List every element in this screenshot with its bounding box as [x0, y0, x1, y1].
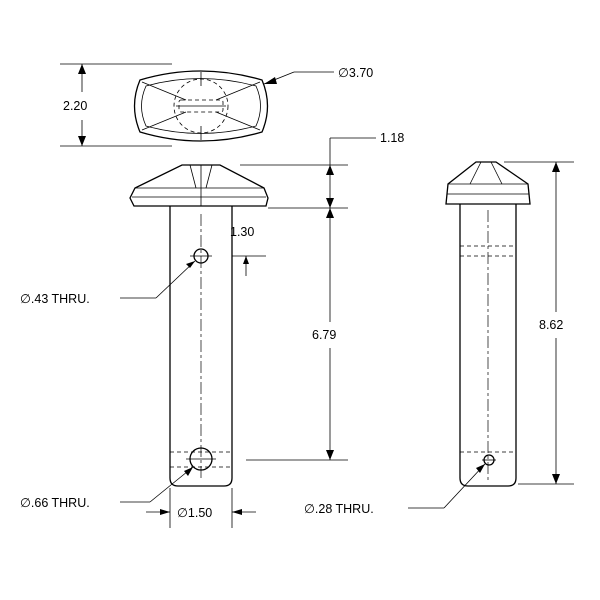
side-view-shaft [459, 204, 517, 487]
shaft-diameter-label: ∅1.50 [177, 506, 212, 520]
front-view-head [129, 164, 269, 207]
top-view: 2.20 ∅3.70 [60, 63, 373, 147]
top-view-outline [133, 70, 269, 142]
hole1-offset-dimension-label: 1.30 [230, 225, 254, 239]
top-width-dimension-label: 2.20 [63, 99, 87, 113]
side-hole-diameter-label: ∅.28 THRU. [304, 502, 374, 516]
side-view: 8.62 ∅.28 THRU. [304, 161, 574, 516]
head-diameter-label: ∅3.70 [338, 66, 373, 80]
top-view-hidden-shaft [173, 78, 229, 134]
overall-length-dimension-label: 8.62 [539, 318, 563, 332]
head-height-dimension-label: 1.18 [380, 131, 404, 145]
side-view-head [445, 161, 531, 205]
front-view-shaft [169, 206, 233, 487]
top-view-inner-outline [141, 78, 261, 134]
hole2-diameter-label: ∅.66 THRU. [20, 496, 90, 510]
front-view: 1.18 1.30 6.79 ∅.43 THRU. ∅.66 THRU. ∅1.… [20, 131, 404, 528]
shaft-length-dimension-label: 6.79 [312, 328, 336, 342]
hole1-diameter-label: ∅.43 THRU. [20, 292, 90, 306]
